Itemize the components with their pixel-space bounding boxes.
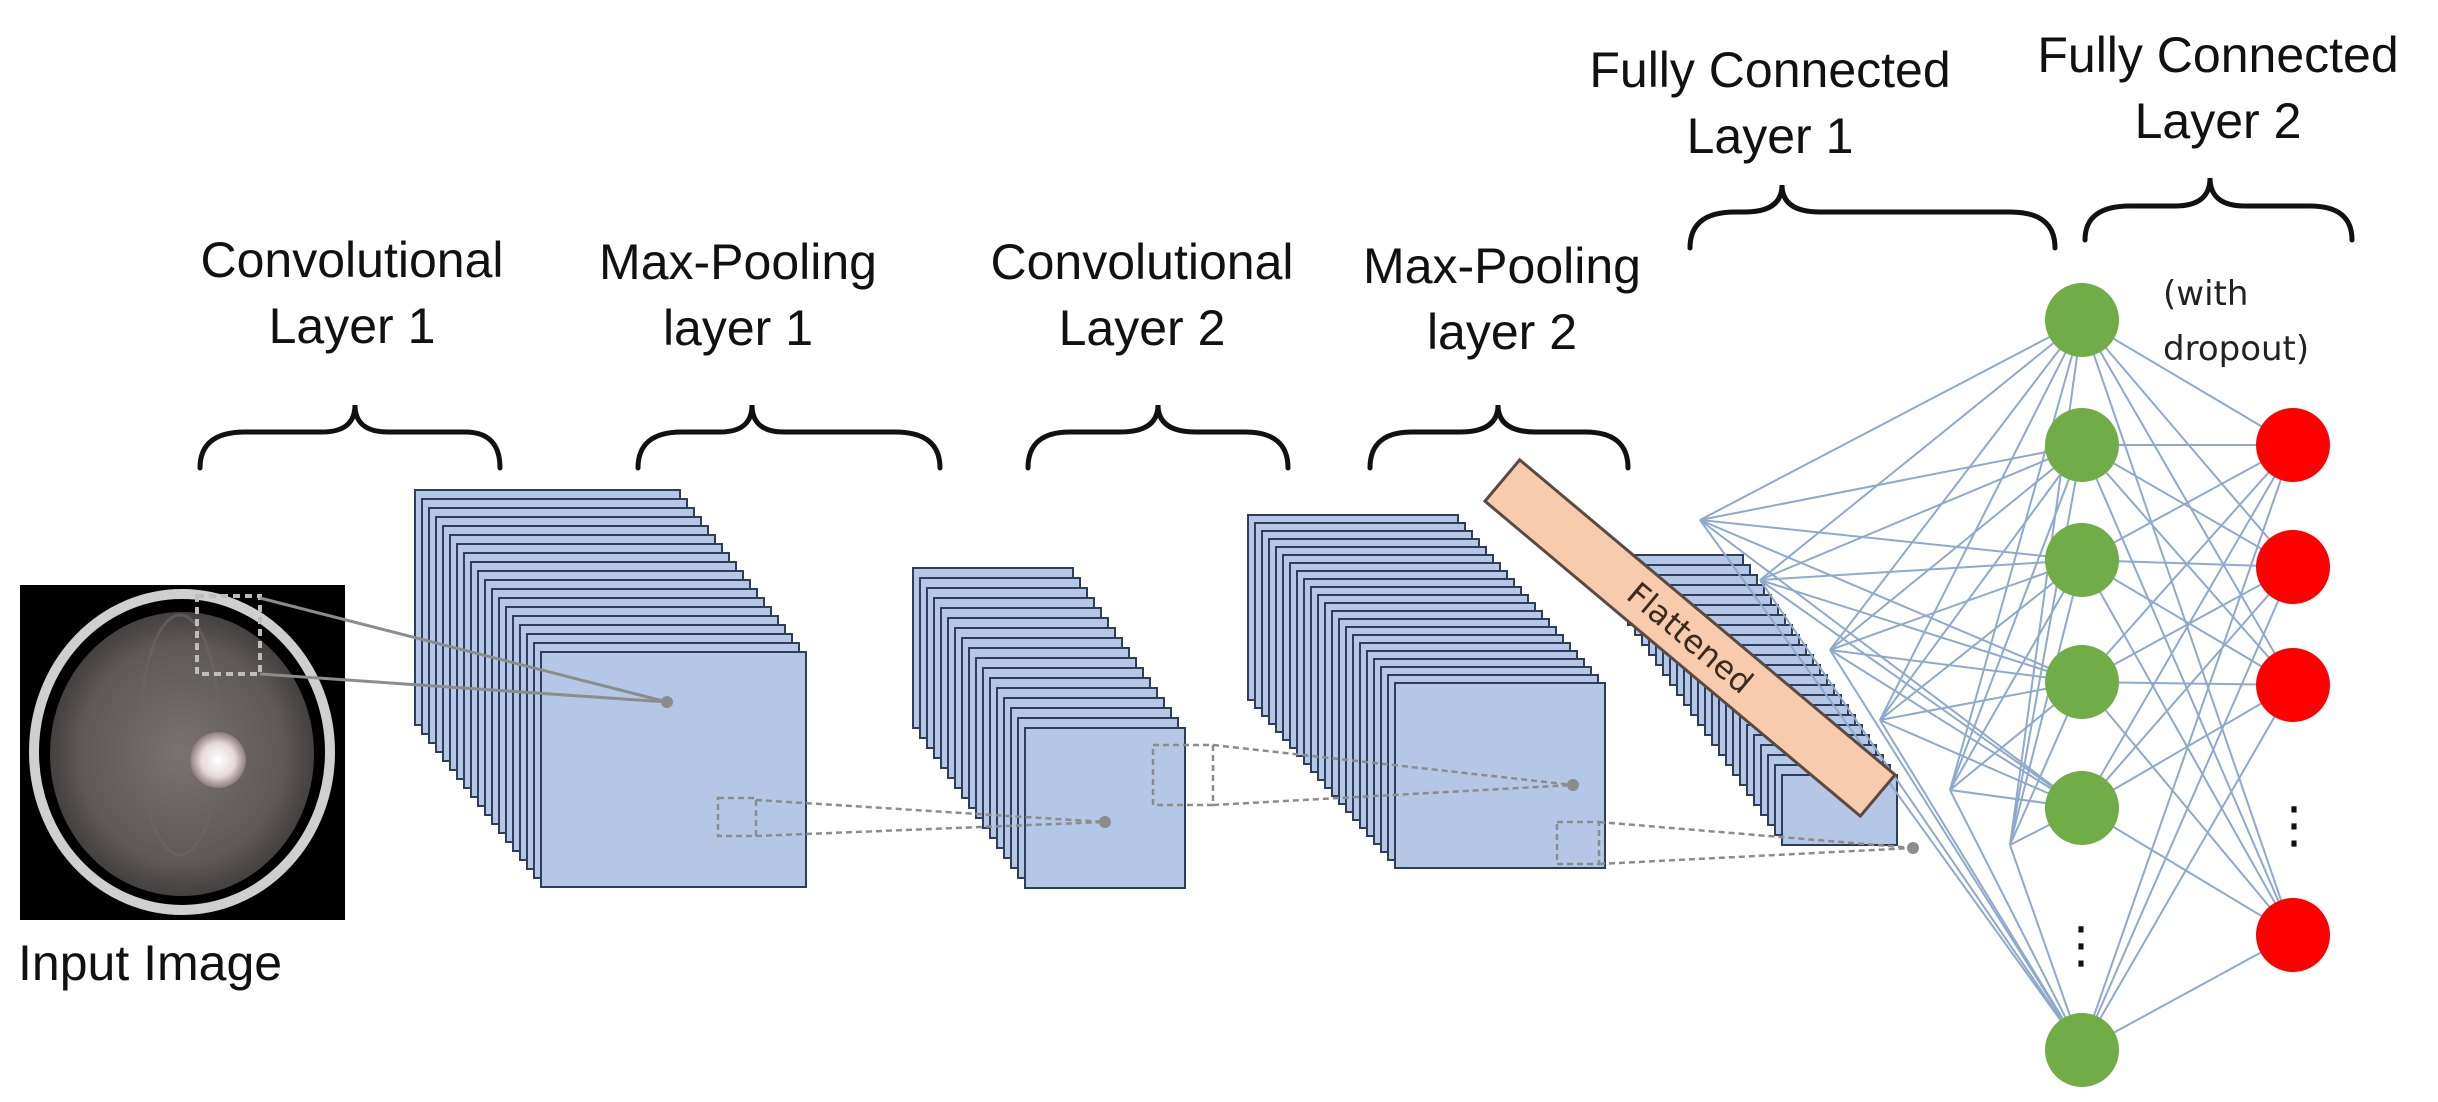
flatten-to-fc1-edge (1759, 559, 2083, 581)
fc1-to-fc2-edge (2081, 444, 2294, 809)
fc1-to-fc2-edge (2081, 444, 2294, 561)
flatten-to-fc1-edge (1879, 319, 2083, 721)
flatten-to-fc1-edge (1949, 559, 2083, 791)
flatten-to-fc1-edge (1699, 319, 2083, 521)
pool2-label-line2: layer 2 (1427, 304, 1577, 360)
flatten-to-fc1-edge (1829, 444, 2083, 651)
brace-fc1 (1687, 184, 2058, 251)
conv2-label-line1: Convolutional (991, 234, 1294, 290)
fc1-to-fc2-edge (2081, 807, 2294, 936)
flatten-to-fc1-edge (1879, 559, 2083, 721)
conv2-feature-map (1394, 682, 1606, 869)
fc1-neuron (2045, 771, 2119, 845)
fc1-to-fc2-edge (2081, 444, 2294, 683)
fc1-to-fc2-edge (2081, 566, 2294, 809)
conv-layer-2-stack (1247, 514, 1606, 869)
flatten-to-fc1-edge (1699, 444, 2083, 521)
flatten-to-fc1-edge (1759, 579, 2083, 1051)
fc2-neuron (2256, 898, 2330, 972)
brace-conv1 (197, 404, 503, 471)
brace-conv2 (1025, 404, 1291, 471)
conv2-label-line2: Layer 2 (1059, 300, 1226, 356)
pool1-label-line2: layer 1 (663, 300, 813, 356)
flatten-to-fc1-edge (1879, 444, 2083, 721)
fc-layer-2-nodes (2256, 408, 2330, 972)
conv1-label-line2: Layer 1 (269, 298, 436, 354)
flatten-to-fc1-edge (2009, 559, 2083, 846)
max-pooling-layer-1-stack (912, 567, 1186, 889)
fc1-neuron (2045, 408, 2119, 482)
pool2-label-line1: Max-Pooling (1363, 238, 1641, 294)
flatten-to-fc1-edge (1879, 719, 2083, 1051)
fc2-neuron (2256, 530, 2330, 604)
fc1-to-fc2-edge (2081, 444, 2294, 936)
fc1-to-fc2-edge (2081, 559, 2294, 686)
brace-pool2 (1367, 404, 1631, 471)
dropout-note-line2: dropout) (2163, 329, 2309, 369)
fc2-neuron (2256, 408, 2330, 482)
fc1-to-fc2-edge (2081, 444, 2294, 1051)
flatten-to-fc1-edge (1829, 649, 2083, 1051)
fc1-neuron (2045, 645, 2119, 719)
input-image-label: Input Image (18, 935, 282, 991)
flatten-to-fc1-edge (1829, 319, 2083, 651)
flatten-to-fc1-edge (1949, 789, 2083, 1051)
fc-connections (1699, 319, 2294, 1051)
fc1-label-line2: Layer 1 (1687, 108, 1854, 164)
fc-layer-1-nodes (2045, 283, 2119, 1087)
fc2-ellipsis: ⋮ (2269, 797, 2319, 853)
conv1-label-line1: Convolutional (201, 232, 504, 288)
brace-pool1 (635, 404, 943, 471)
flatten-to-fc1-edge (1949, 319, 2083, 791)
fc2-label-line1: Fully Connected (2037, 27, 2398, 83)
flatten-to-fc1-edge (2009, 319, 2083, 846)
fc1-neuron (2045, 283, 2119, 357)
fc2-label-line2: Layer 2 (2135, 93, 2302, 149)
fc1-ellipsis: ⋮ (2056, 917, 2106, 973)
tumor-region (190, 732, 246, 788)
flatten-to-fc1-edge (1699, 519, 2083, 809)
flatten-to-fc1-edge (1759, 579, 2083, 683)
fc1-label-line1: Fully Connected (1589, 42, 1950, 98)
fc1-to-fc2-edge (2081, 319, 2294, 568)
flatten-to-fc1-edge (1759, 319, 2083, 581)
receptive-field-connectors (259, 596, 1919, 866)
flatten-to-fc1-edge (1699, 519, 2083, 1051)
flatten-to-fc1-edge (1829, 559, 2083, 651)
brace-fc2 (2082, 177, 2355, 243)
receptive-field-box (195, 594, 262, 676)
flatten-to-fc1-edge (1829, 649, 2083, 809)
fc1-to-fc2-edge (2081, 566, 2294, 683)
flatten-to-fc1-edge (1949, 444, 2083, 791)
layer-braces (197, 177, 2355, 471)
pool1-label-line1: Max-Pooling (599, 234, 877, 290)
fc1-neuron (2045, 1013, 2119, 1087)
input-image (20, 585, 345, 920)
fc1-to-fc2-edge (2081, 934, 2294, 1051)
fc1-to-fc2-edge (2081, 684, 2294, 1051)
conv1-feature-map (540, 651, 807, 888)
dropout-note-line1: (with (2163, 274, 2248, 314)
flatten-to-fc1-edge (2009, 444, 2083, 846)
fc1-to-fc2-edge (2081, 319, 2294, 446)
fc1-neuron (2045, 523, 2119, 597)
flatten-to-fc1-edge (1699, 519, 2083, 561)
conv-layer-1-stack (414, 489, 807, 888)
pool1-feature-map (1024, 727, 1186, 889)
fc2-neuron (2256, 648, 2330, 722)
flatten-to-fc1-edge (1759, 444, 2083, 581)
fc1-to-fc2-edge (2081, 566, 2294, 1051)
